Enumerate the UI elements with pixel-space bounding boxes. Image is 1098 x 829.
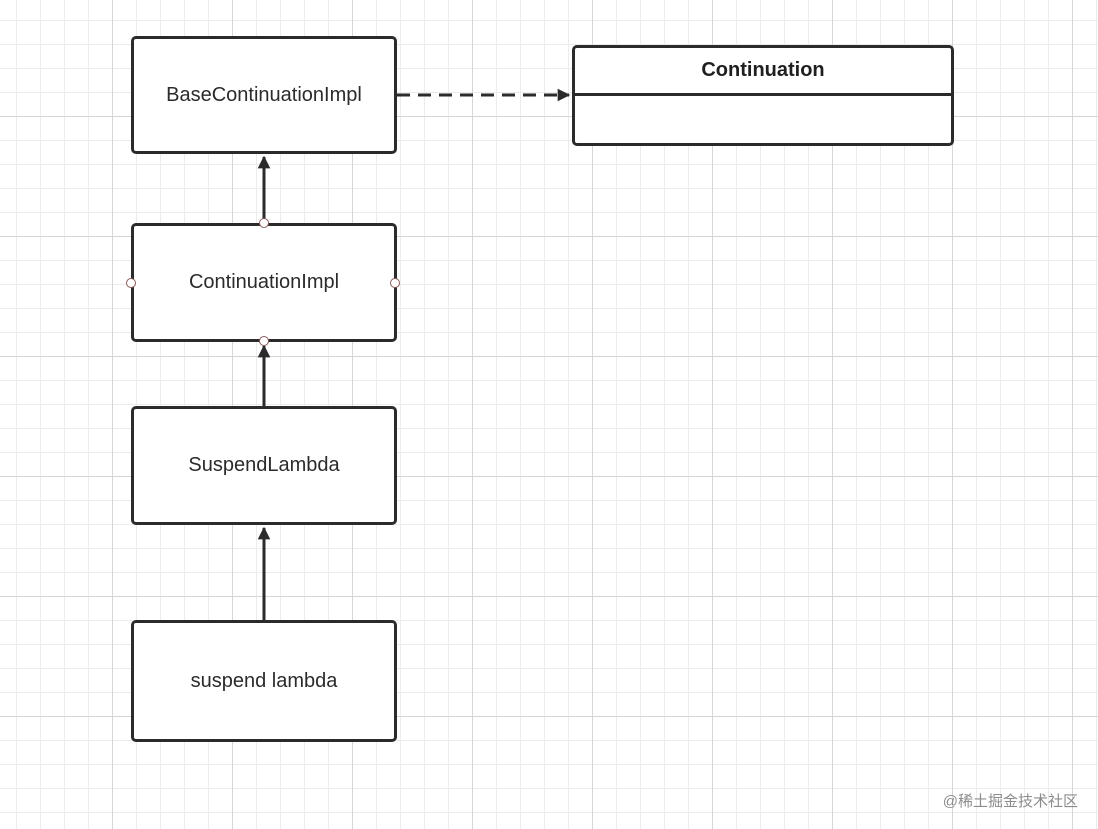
continuation-interface-body: [575, 96, 951, 143]
suspend-lambda-class-node[interactable]: SuspendLambda: [131, 406, 397, 525]
continuation-impl-node[interactable]: ContinuationImpl: [131, 223, 397, 342]
suspend-lambda-class-label: SuspendLambda: [188, 454, 340, 476]
continuation-interface-label: Continuation: [701, 59, 825, 81]
continuation-impl-label: ContinuationImpl: [188, 271, 340, 293]
suspend-lambda-label: suspend lambda: [190, 669, 338, 692]
suspend-lambda-node[interactable]: suspend lambda: [131, 620, 397, 742]
port-top[interactable]: [259, 218, 269, 228]
port-left[interactable]: [126, 278, 136, 288]
continuation-interface-header: Continuation: [575, 48, 951, 96]
watermark: @稀土掘金技术社区: [942, 793, 1078, 810]
base-continuation-impl-label: BaseContinuationImpl: [166, 83, 362, 106]
port-right[interactable]: [390, 278, 400, 288]
port-bottom[interactable]: [259, 336, 269, 346]
continuation-interface-node[interactable]: Continuation: [572, 45, 954, 146]
base-continuation-impl-node[interactable]: BaseContinuationImpl: [131, 36, 397, 154]
